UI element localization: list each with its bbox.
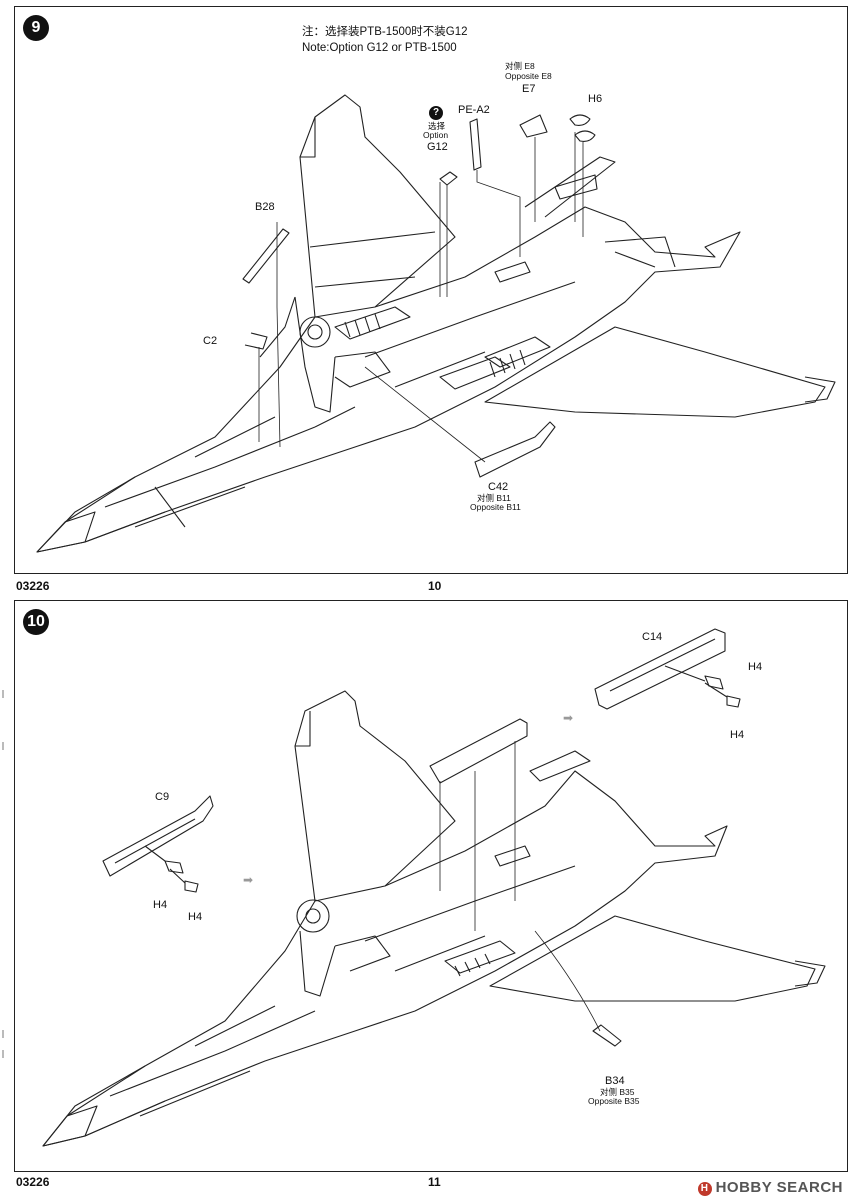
page-number-10: 10: [428, 579, 442, 593]
note-english: Note:Option G12 or PTB-1500: [302, 42, 457, 54]
label-c2: C2: [203, 335, 218, 347]
label-h4-left-second: H4: [188, 911, 203, 923]
watermark-logo-icon: H: [697, 1182, 712, 1196]
margin-tick: [2, 690, 4, 698]
label-c42: C42: [488, 481, 509, 493]
label-c14: C14: [642, 631, 663, 643]
note-chinese: 注：选择装PTB-1500时不装G12: [302, 26, 468, 38]
label-c9: C9: [155, 791, 170, 803]
label-opposite-b35-en: Opposite B35: [588, 1096, 640, 1106]
label-opposite-e8-cn: 对侧 E8: [505, 61, 535, 71]
label-option-cn: 选择: [428, 121, 446, 131]
direction-arrow-icon: ➡: [243, 873, 254, 887]
page-number-11: 11: [428, 1175, 441, 1189]
step-number-badge: 9: [23, 15, 49, 41]
label-g12: G12: [427, 141, 448, 153]
step-10-panel: 10: [14, 600, 848, 1172]
label-h6: H6: [588, 93, 603, 105]
step-number-badge: 10: [23, 609, 49, 635]
aircraft-drawing-step10: [42, 628, 826, 1147]
label-e7: E7: [522, 83, 536, 95]
option-icon: ?: [429, 106, 443, 120]
label-opposite-b11-cn: 对侧 B11: [477, 493, 511, 503]
margin-tick: [2, 1030, 4, 1038]
direction-arrow-icon: ➡: [563, 711, 574, 725]
step-9-panel: 9: [14, 6, 848, 574]
watermark-text: HOBBY SEARCH: [715, 1179, 843, 1196]
label-b28: B28: [255, 201, 275, 213]
margin-tick: [2, 1050, 4, 1058]
label-pe-a2: PE-A2: [458, 104, 490, 116]
label-h4-top-second: H4: [730, 729, 745, 741]
label-b34: B34: [605, 1075, 625, 1087]
label-option-en: Option: [423, 130, 449, 140]
aircraft-drawing-step9: [36, 94, 836, 553]
margin-tick: [2, 742, 4, 750]
label-opposite-b35-cn: 对侧 B35: [600, 1087, 635, 1097]
footer-code-top: 03226: [16, 579, 50, 593]
label-opposite-e8-en: Opposite E8: [505, 71, 552, 81]
label-opposite-b11-en: Opposite B11: [470, 502, 521, 512]
footer-code-bottom: 03226: [16, 1175, 50, 1189]
label-h4-top: H4: [748, 661, 763, 673]
label-h4-left: H4: [153, 899, 168, 911]
